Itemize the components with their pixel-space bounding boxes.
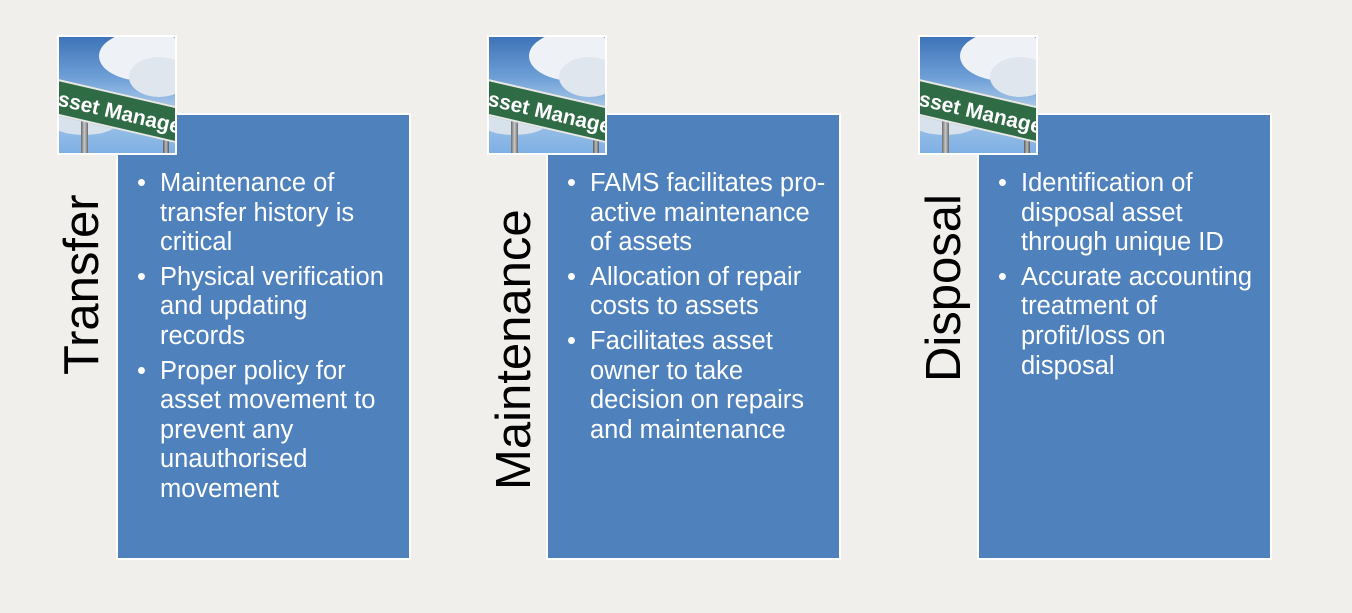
bullet-list: Identification of disposal asset through… [979, 115, 1270, 381]
sign-pole [511, 107, 518, 153]
bullet-item: Maintenance of transfer history is criti… [137, 169, 399, 258]
bullet-list: FAMS facilitates pro-active maintenance … [548, 115, 839, 445]
panel-maintenance: sset Managem Maintenance FAMS facilitate… [0, 0, 841, 613]
asset-management-sign-icon: sset Managem [918, 35, 1038, 155]
panel-title: Maintenance [487, 209, 541, 490]
content-box: Identification of disposal asset through… [977, 113, 1272, 560]
bullet-item: Identification of disposal asset through… [998, 169, 1260, 258]
bullet-item: FAMS facilitates pro-active maintenance … [567, 169, 829, 258]
cloud-shape [990, 57, 1036, 97]
sign-pole [942, 107, 949, 153]
sign-pole [81, 107, 88, 153]
content-box: Maintenance of transfer history is criti… [116, 113, 411, 560]
bullet-item: Physical verification and updating recor… [137, 263, 399, 352]
asset-management-sign-icon: sset Managem [57, 35, 177, 155]
bullet-item: Proper policy for asset movement to prev… [137, 357, 399, 505]
content-box: FAMS facilitates pro-active maintenance … [546, 113, 841, 560]
panel-transfer: sset Managem Transfer Maintenance of tra… [0, 0, 420, 613]
panel-title: Disposal [917, 194, 971, 382]
bullet-list: Maintenance of transfer history is criti… [118, 115, 409, 505]
cloud-shape [129, 57, 175, 97]
asset-management-sign-icon: sset Managem [487, 35, 607, 155]
panel-disposal: sset Managem Disposal Identification of … [0, 0, 1272, 613]
cloud-shape [559, 57, 605, 97]
bullet-item: Facilitates asset owner to take decision… [567, 327, 829, 445]
bullet-item: Allocation of repair costs to assets [567, 263, 829, 322]
bullet-item: Accurate accounting treatment of profit/… [998, 263, 1260, 381]
